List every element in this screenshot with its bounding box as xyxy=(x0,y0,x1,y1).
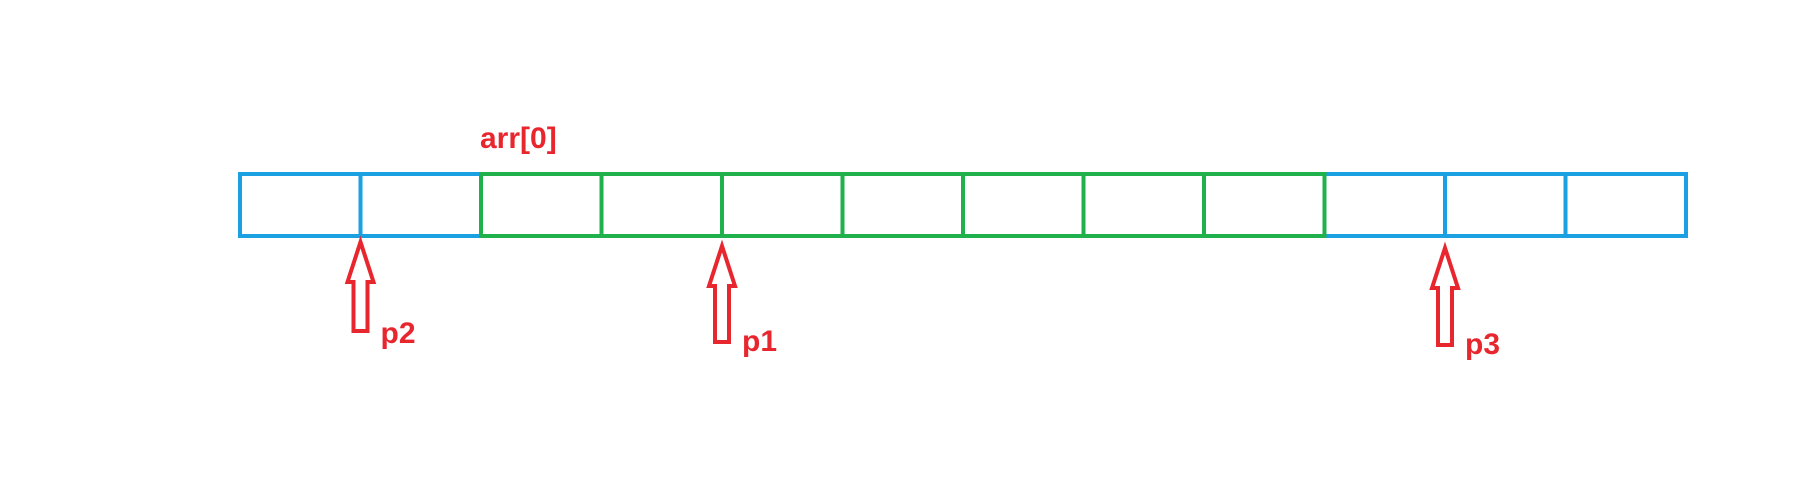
array-cell-2 xyxy=(479,172,604,238)
pointer-arrow-p3 xyxy=(1429,241,1461,347)
array-cell-9 xyxy=(1322,172,1447,238)
pointer-label-p1: p1 xyxy=(742,325,777,358)
array-cell-6 xyxy=(961,172,1086,238)
array-cell-10 xyxy=(1443,172,1568,238)
array-cells xyxy=(238,172,1688,238)
array-cell-5 xyxy=(840,172,965,238)
array-cell-8 xyxy=(1202,172,1327,238)
array-start-label: arr[0] xyxy=(480,122,557,155)
array-cell-7 xyxy=(1081,172,1206,238)
pointer-label-p2: p2 xyxy=(381,317,416,350)
pointer-label-p3: p3 xyxy=(1465,328,1500,361)
pointer-arrows: p2 p1 p3 xyxy=(344,235,1500,361)
array-cell-4 xyxy=(720,172,845,238)
array-cell-1 xyxy=(358,172,483,238)
pointer-arrow-p1 xyxy=(706,239,738,344)
array-cell-0 xyxy=(238,172,363,238)
pointer-arrow-p2 xyxy=(344,235,377,333)
array-cell-11 xyxy=(1563,172,1688,238)
array-cell-3 xyxy=(599,172,724,238)
